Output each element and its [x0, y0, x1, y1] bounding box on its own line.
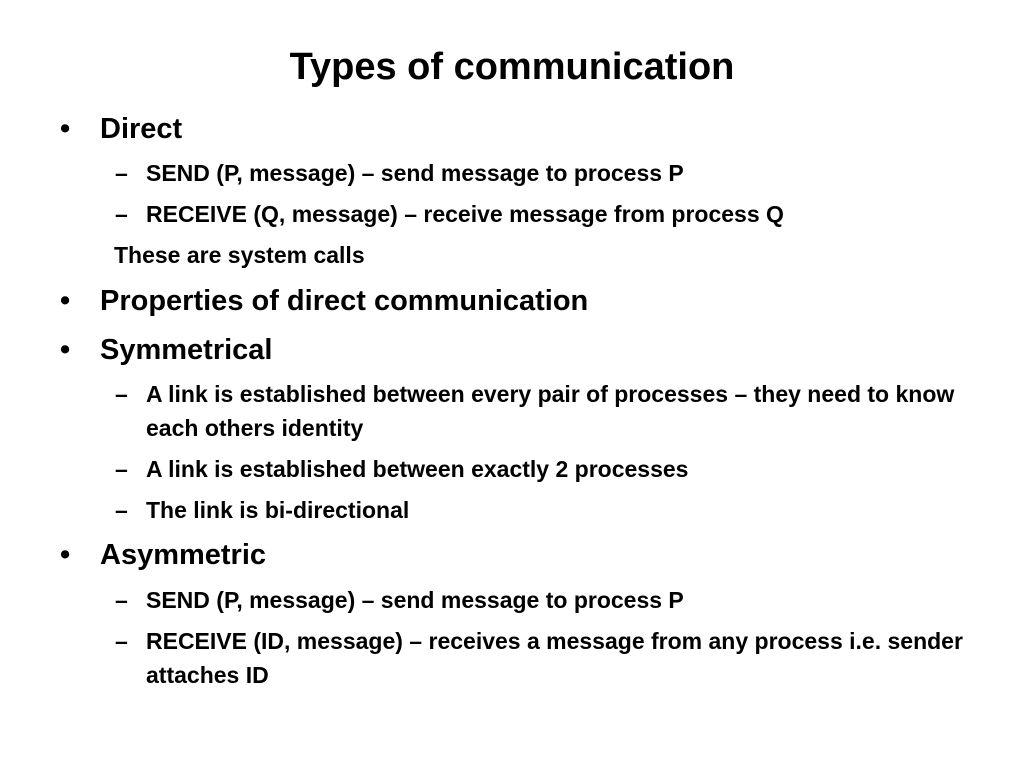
bullet-text: Properties of direct communication [100, 285, 589, 317]
bullet-text: Asymmetric [100, 539, 267, 571]
sub-item-text: RECEIVE (ID, message) – receives a messa… [146, 628, 963, 688]
dash-icon: – [115, 160, 128, 186]
bullet-text: Symmetrical [100, 334, 273, 366]
bullet-icon: • [60, 113, 71, 145]
dash-icon: – [115, 497, 128, 523]
dash-icon: – [115, 587, 128, 613]
sub-item-text: SEND (P, message) – send message to proc… [146, 587, 684, 613]
bullet-icon: • [60, 285, 71, 317]
bullet-icon: • [60, 539, 71, 571]
sub-item-text: A link is established between exactly 2 … [146, 456, 689, 482]
bullet-text: Direct [100, 113, 183, 145]
slide-title: Types of communication [289, 46, 735, 88]
dash-icon: – [115, 201, 128, 227]
sub-item-text: The link is bi-directional [146, 497, 410, 523]
sub-item-text: A link is established between every pair… [146, 381, 955, 441]
note-text: These are system calls [114, 242, 365, 268]
sub-item-text: RECEIVE (Q, message) – receive message f… [146, 201, 784, 227]
dash-icon: – [115, 381, 128, 407]
bullet-icon: • [60, 334, 71, 366]
dash-icon: – [115, 456, 128, 482]
sub-item-text: SEND (P, message) – send message to proc… [146, 160, 684, 186]
dash-icon: – [115, 628, 128, 654]
